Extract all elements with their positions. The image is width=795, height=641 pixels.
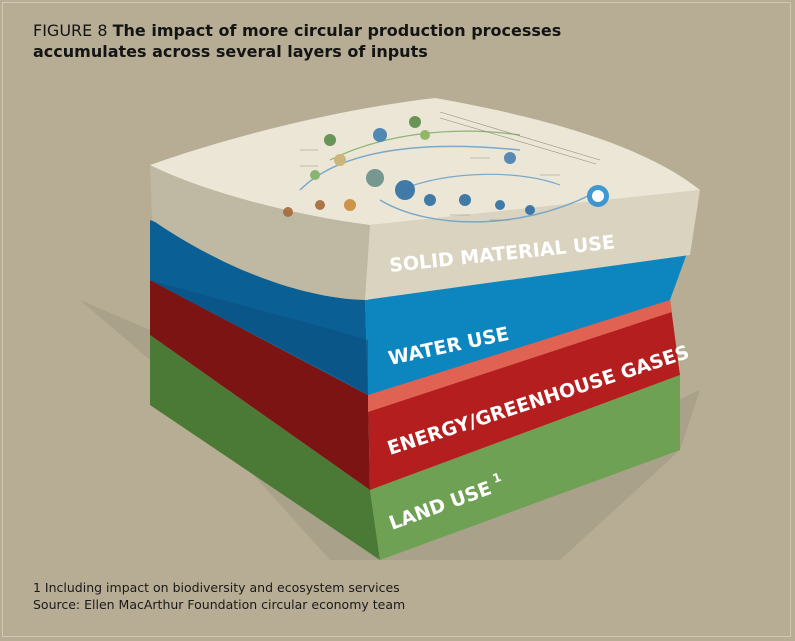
layer-energy — [150, 280, 680, 490]
layer-water — [150, 220, 690, 395]
source-note: Source: Ellen MacArthur Foundation circu… — [33, 597, 406, 612]
layer-solid-material — [150, 98, 700, 300]
figure-title: FIGURE 8 The impact of more circular pro… — [33, 20, 593, 62]
top-face-process-diagram — [283, 111, 609, 223]
figure-title-text: The impact of more circular production p… — [33, 21, 562, 61]
footnote-biodiversity: 1 Including impact on biodiversity and e… — [33, 580, 400, 595]
figure-number: FIGURE 8 — [33, 21, 108, 40]
footnotes: 1 Including impact on biodiversity and e… — [33, 579, 405, 613]
